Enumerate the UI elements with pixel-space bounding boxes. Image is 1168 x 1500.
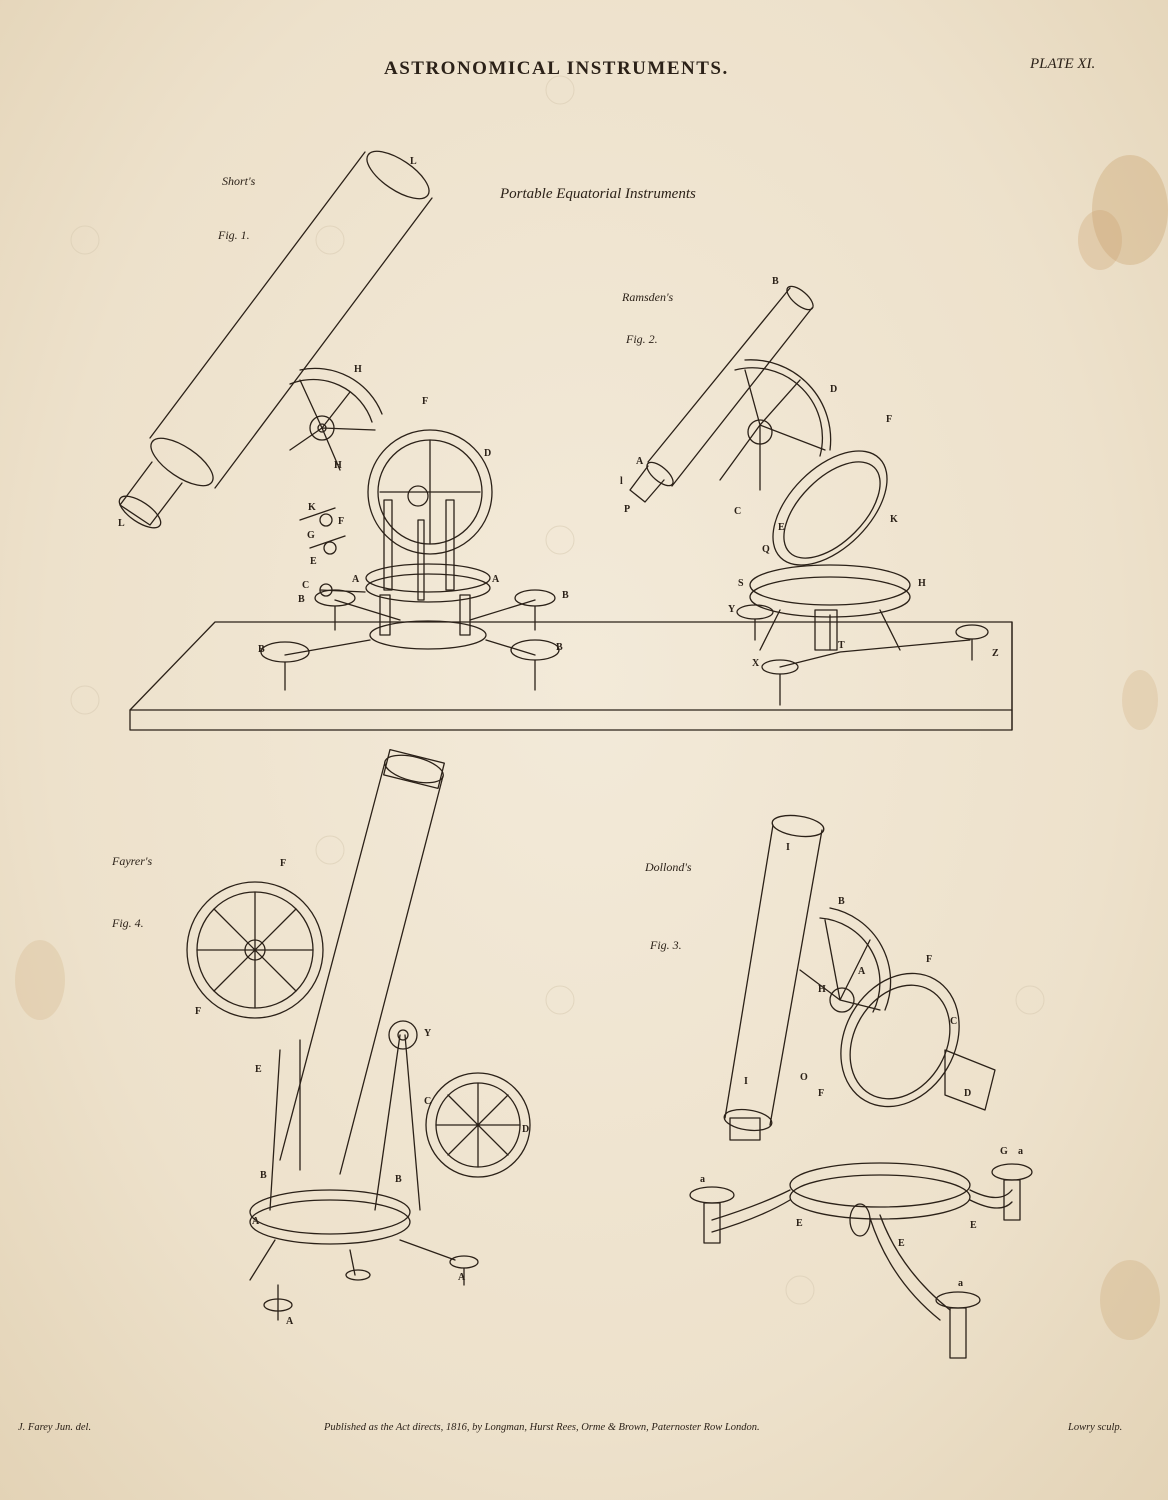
plate-number: PLATE XI.	[1030, 56, 1096, 72]
fig4-fayrer-equatorial	[186, 748, 531, 1321]
fig3-leveling-screws	[689, 1163, 1033, 1359]
fig3-maker-caption: Dollond's	[645, 860, 692, 874]
footer-engraver: Lowry sculp.	[1068, 1422, 1123, 1433]
fig4-leveling-screws	[263, 1255, 479, 1321]
fig1-maker-caption: Short's	[222, 174, 256, 188]
fig3-number-caption: Fig. 3.	[650, 938, 682, 952]
fig3-dollond-equatorial	[689, 814, 1033, 1359]
fig2-number-caption: Fig. 2.	[626, 332, 658, 346]
plate-title: ASTRONOMICAL INSTRUMENTS.	[384, 58, 729, 79]
fig1-short-equatorial	[118, 150, 560, 691]
fig1-number-caption: Fig. 1.	[218, 228, 250, 242]
footer-draughtsman: J. Farey Jun. del.	[18, 1422, 92, 1433]
fig4-maker-caption: Fayrer's	[112, 854, 153, 868]
base-board	[129, 621, 1013, 731]
fig2-ramsden-equatorial	[629, 285, 989, 706]
watermark-marks	[70, 75, 1045, 1305]
fig4-number-caption: Fig. 4.	[112, 916, 144, 930]
plate-subtitle: Portable Equatorial Instruments	[500, 186, 696, 202]
fig2-leveling-screws	[736, 604, 989, 706]
foxing-stains	[15, 155, 1168, 1340]
fig1-leveling-screws	[260, 589, 560, 691]
footer-publication-line: Published as the Act directs, 1816, by L…	[324, 1422, 760, 1433]
fig2-maker-caption: Ramsden's	[622, 290, 674, 304]
